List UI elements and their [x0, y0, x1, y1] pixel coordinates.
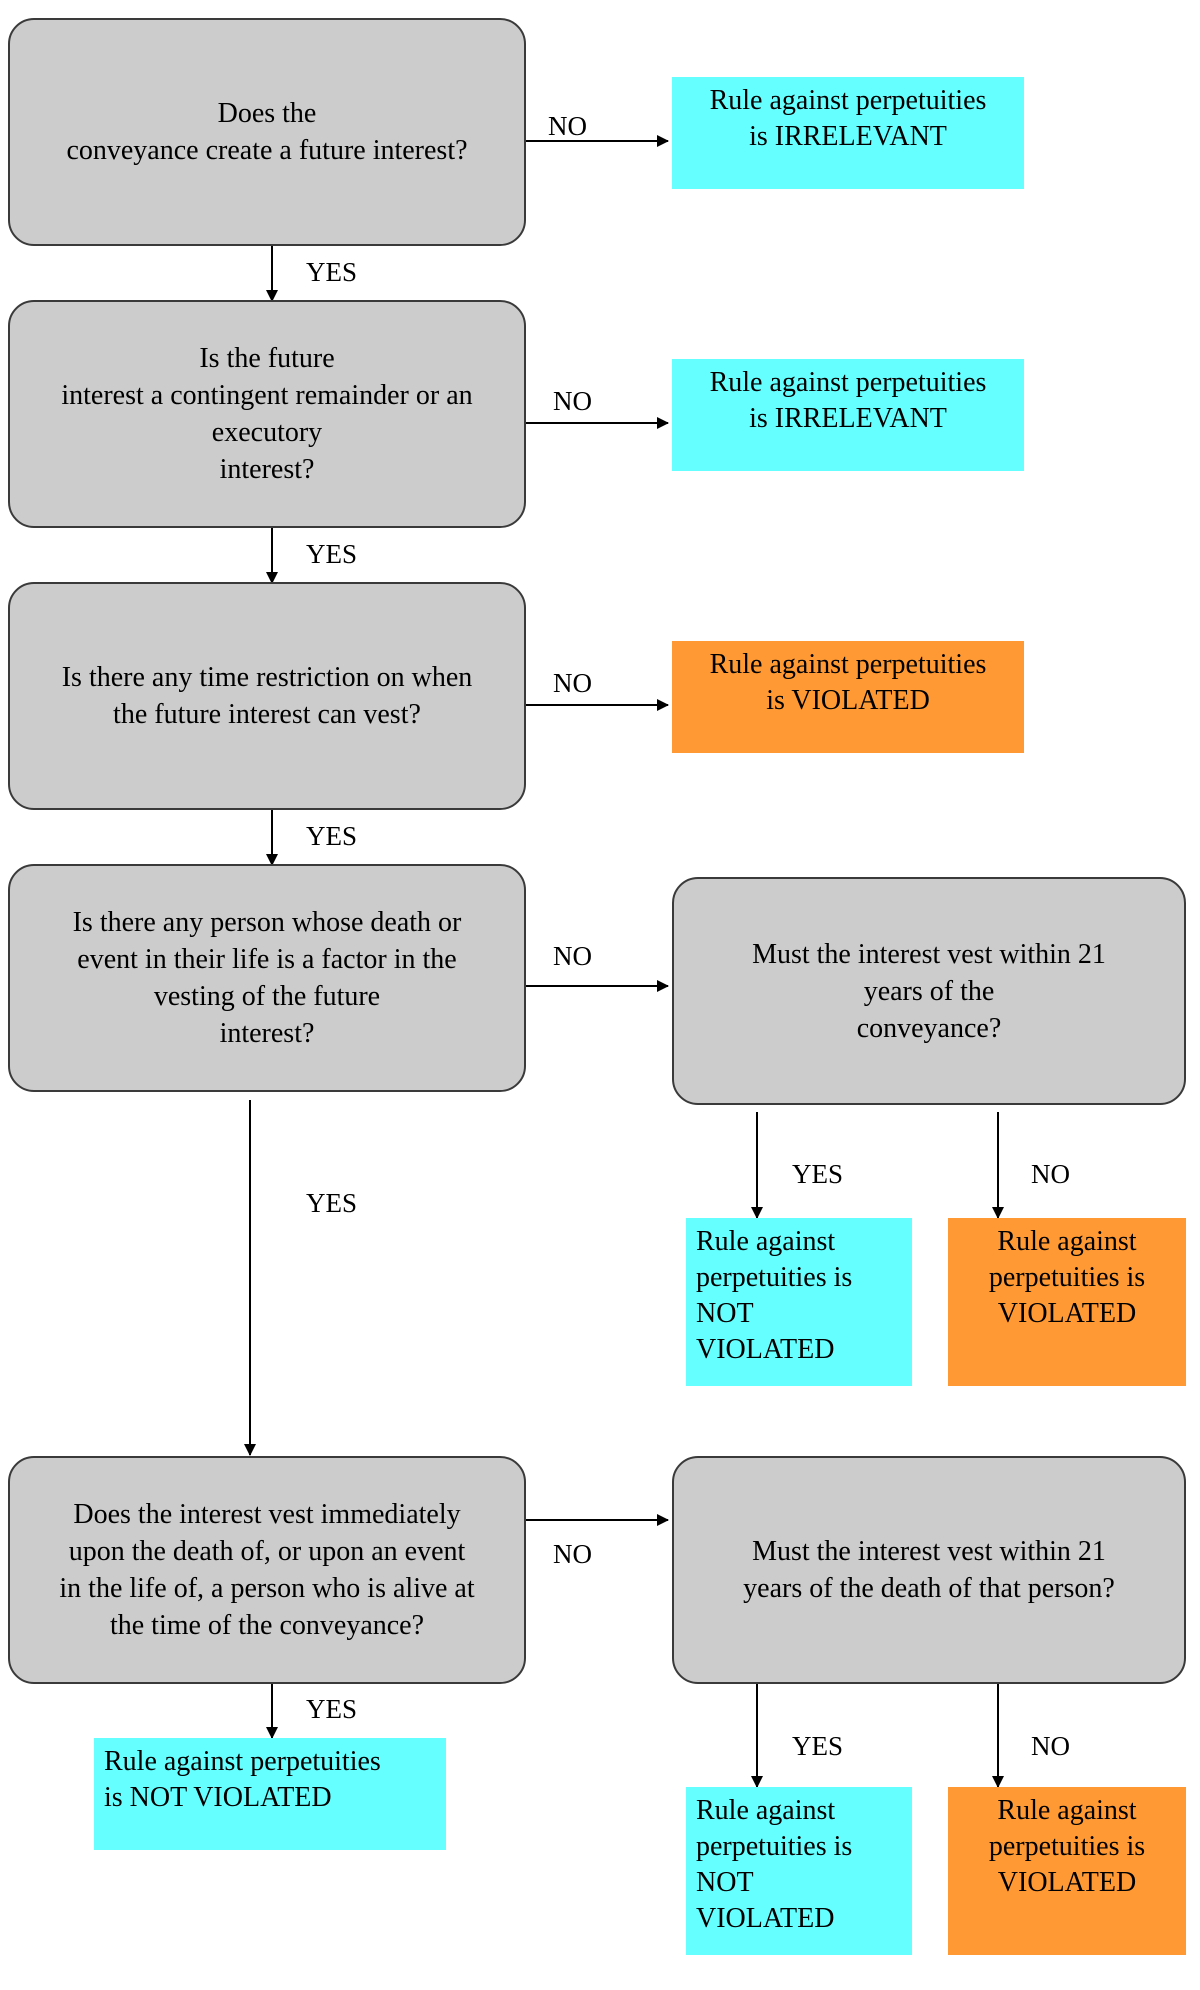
label-q1-no: NO — [548, 111, 587, 141]
result-violated-1: Rule against perpetuities is VIOLATED — [672, 641, 1024, 753]
question-vest-within-21-years-death: Must the interest vest within 21 years o… — [672, 1456, 1186, 1684]
label-q5-no: NO — [1031, 1159, 1070, 1189]
label-q2-yes: YES — [306, 539, 358, 569]
label-q1-yes: YES — [306, 257, 358, 287]
label-q3-no: NO — [553, 668, 592, 698]
label-q7-yes: YES — [792, 1731, 844, 1761]
result-irrelevant-1: Rule against perpetuities is IRRELEVANT — [672, 77, 1024, 189]
question-vest-within-21-years-conveyance: Must the interest vest within 21 years o… — [672, 877, 1186, 1105]
question-contingent-remainder: Is the future interest a contingent rema… — [8, 300, 526, 528]
result-violated-2: Rule against perpetuities is VIOLATED — [948, 1218, 1186, 1386]
result-not-violated-3: Rule against perpetuities is NOT VIOLATE… — [686, 1787, 912, 1955]
label-q5-yes: YES — [792, 1159, 844, 1189]
result-violated-3: Rule against perpetuities is VIOLATED — [948, 1787, 1186, 1955]
label-q7-no: NO — [1031, 1731, 1070, 1761]
question-vest-upon-death: Does the interest vest immediately upon … — [8, 1456, 526, 1684]
question-future-interest: Does the conveyance create a future inte… — [8, 18, 526, 246]
question-time-restriction: Is there any time restriction on when th… — [8, 582, 526, 810]
label-q4-no: NO — [553, 941, 592, 971]
label-q4-yes: YES — [306, 1188, 358, 1218]
label-q2-no: NO — [553, 386, 592, 416]
label-q6-yes: YES — [306, 1694, 358, 1724]
result-not-violated-2: Rule against perpetuities is NOT VIOLATE… — [94, 1738, 446, 1850]
result-not-violated-1: Rule against perpetuities is NOT VIOLATE… — [686, 1218, 912, 1386]
label-q3-yes: YES — [306, 821, 358, 851]
result-irrelevant-2: Rule against perpetuities is IRRELEVANT — [672, 359, 1024, 471]
question-person-death-factor: Is there any person whose death or event… — [8, 864, 526, 1092]
label-q6-no: NO — [553, 1539, 592, 1569]
